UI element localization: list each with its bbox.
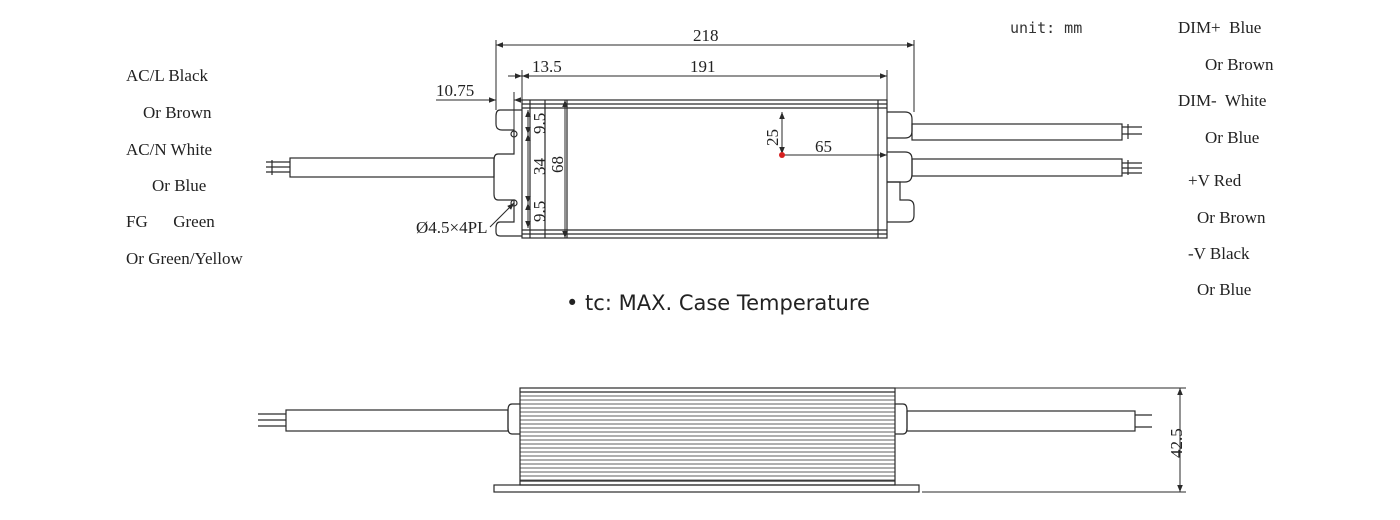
unit-label: unit: mm <box>1010 19 1083 37</box>
dim-flange: 13.5 <box>532 57 562 76</box>
dim-height: 42.5 <box>1167 428 1186 458</box>
output-wire-label: DIM- White <box>1178 91 1267 110</box>
dim-hole-pitch-bottom: 9.5 <box>530 201 549 222</box>
tc-note: • tc: MAX. Case Temperature <box>566 291 870 315</box>
top-view <box>266 40 1142 239</box>
side-view <box>258 387 1186 493</box>
tc-point <box>779 152 785 158</box>
right-gland-mid <box>887 151 913 183</box>
output-wire-label: -V Black <box>1188 244 1250 263</box>
side-body <box>519 387 896 486</box>
case-body <box>521 99 888 239</box>
dim-hole-pitch-top: 9.5 <box>530 113 549 134</box>
dim-hole-offset: 10.75 <box>436 81 474 100</box>
dim-width: 68 <box>548 156 567 173</box>
right-gland-bot <box>887 181 915 223</box>
output-wire-label: DIM+ Blue <box>1178 18 1262 37</box>
output-cable-bottom <box>911 158 1123 177</box>
dim-holes: Ø4.5×4PL <box>416 218 487 237</box>
output-wire-label: Or Brown <box>1205 55 1274 74</box>
output-wire-label: Or Blue <box>1205 128 1260 147</box>
dim-tc-horizontal: 65 <box>815 137 832 156</box>
dim-hole-span: 34 <box>530 158 549 176</box>
left-flange <box>493 109 522 237</box>
right-gland-top <box>887 111 913 139</box>
side-input-cable <box>285 409 509 432</box>
base-plate <box>493 484 920 493</box>
input-wire-label: Or Blue <box>152 176 207 195</box>
input-wire-label: FG Green <box>126 212 215 231</box>
output-wire-label: +V Red <box>1188 171 1242 190</box>
output-cable-top <box>911 123 1123 141</box>
dim-body-length: 191 <box>690 57 716 76</box>
input-wire-label: Or Brown <box>143 103 212 122</box>
input-wire-label: AC/L Black <box>126 66 208 85</box>
input-wire-label: Or Green/Yellow <box>126 249 243 268</box>
dim-tc-vertical: 25 <box>763 129 782 146</box>
side-output-cable <box>906 410 1136 432</box>
input-wire-label: AC/N White <box>126 140 213 159</box>
input-cable <box>289 157 495 178</box>
output-wire-label: Or Brown <box>1197 208 1266 227</box>
mounting-hole <box>510 130 518 138</box>
dim-overall-length: 218 <box>693 26 719 45</box>
output-wire-label: Or Blue <box>1197 280 1252 299</box>
